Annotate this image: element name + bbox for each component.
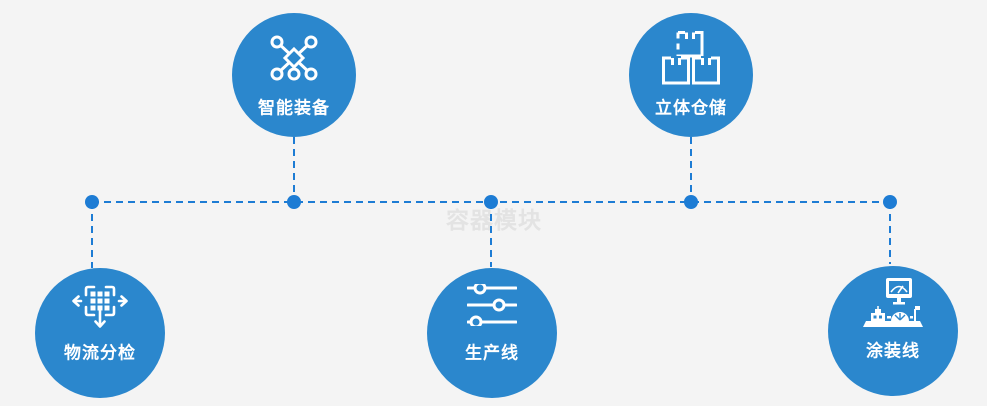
node-label: 涂装线 — [866, 341, 920, 362]
node-label: 物流分检 — [64, 343, 136, 364]
junction-dot — [287, 195, 301, 209]
watermark-text: 容器模块 — [446, 208, 542, 234]
node-warehouse[interactable]: 立体仓储 — [629, 13, 753, 137]
junction-dot — [85, 195, 99, 209]
node-label: 生产线 — [465, 343, 519, 364]
sliders-icon — [466, 281, 518, 329]
move-sort-icon — [69, 279, 131, 331]
node-smart-equipment[interactable]: 智能装备 — [232, 13, 356, 137]
node-painting[interactable]: 涂装线 — [828, 266, 958, 396]
node-logistics[interactable]: 物流分检 — [35, 268, 165, 398]
node-label: 立体仓储 — [655, 98, 727, 119]
network-nodes-icon — [266, 34, 322, 82]
junction-dot — [883, 195, 897, 209]
node-label: 智能装备 — [258, 98, 330, 119]
node-production[interactable]: 生产线 — [427, 268, 557, 398]
junction-dot — [684, 195, 698, 209]
junction-dot — [484, 195, 498, 209]
stacked-boxes-icon — [662, 30, 720, 85]
machine-monitor-icon — [862, 278, 924, 328]
